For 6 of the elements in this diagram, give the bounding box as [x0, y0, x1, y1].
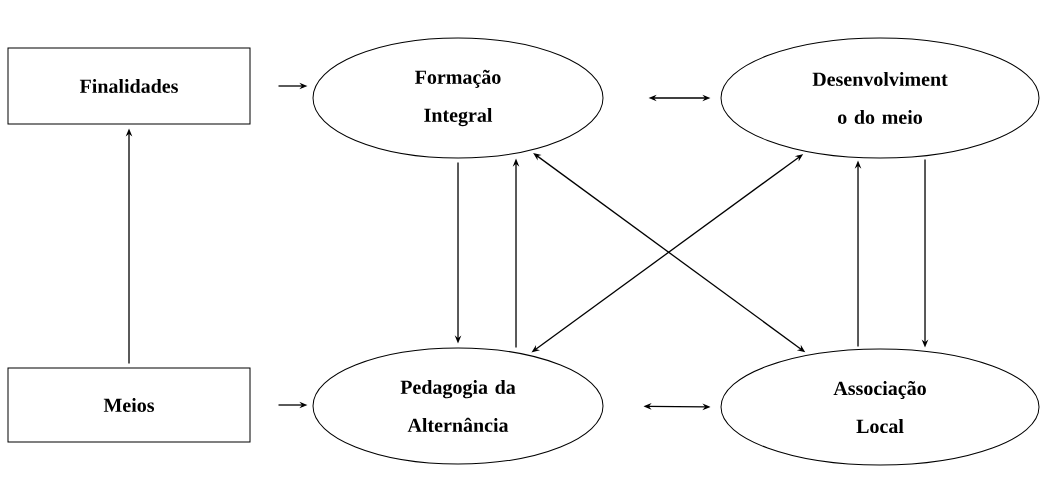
- text-box: Meios: [7, 367, 251, 443]
- ellipse-node: Associação Local: [720, 348, 1040, 466]
- text-box: Finalidades: [7, 47, 251, 125]
- ellipse-node: Pedagogia da Alternância: [312, 347, 604, 465]
- ellipse-node: Desenvolviment o do meio: [720, 37, 1040, 159]
- ellipse-node: Formação Integral: [312, 37, 604, 159]
